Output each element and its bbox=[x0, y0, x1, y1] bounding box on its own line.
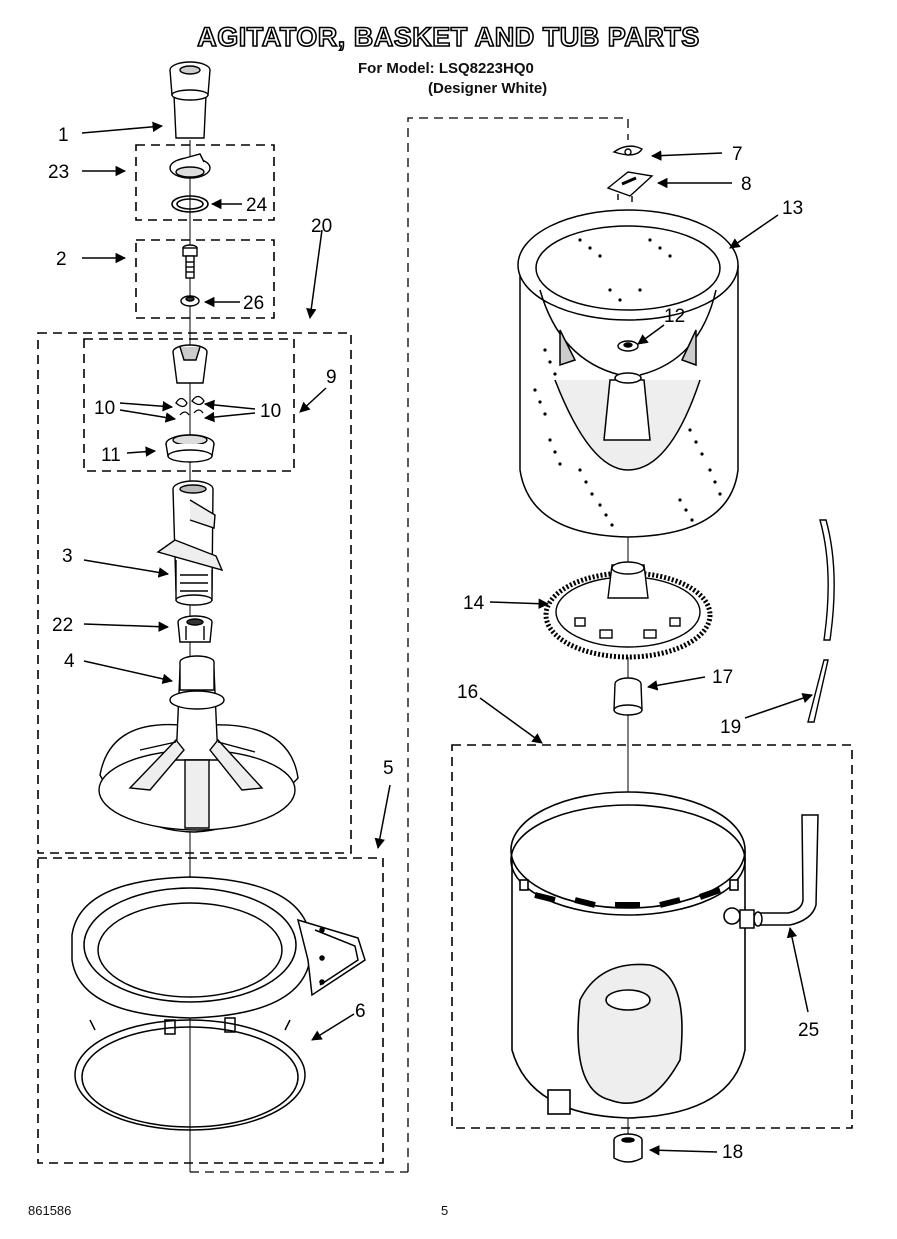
page-title: AGITATOR, BASKET AND TUB PARTS bbox=[196, 21, 700, 53]
group-box-2-26 bbox=[135, 239, 275, 319]
callout-1: 1 bbox=[58, 125, 69, 146]
callout-5: 5 bbox=[383, 758, 394, 779]
variant-line: (Designer White) bbox=[428, 80, 548, 97]
group-box-20 bbox=[37, 332, 352, 854]
part-11-ratchet bbox=[165, 434, 215, 463]
connector-line-top bbox=[407, 117, 629, 1172]
part-24-oring bbox=[171, 195, 209, 213]
page-number: 5 bbox=[441, 1203, 449, 1218]
part-9-cam-assembly bbox=[172, 344, 208, 384]
callout-16: 16 bbox=[457, 682, 478, 703]
part-22-bearing bbox=[177, 615, 213, 643]
callout-19: 19 bbox=[720, 717, 741, 738]
model-line: For Model: LSQ8223HQ0 bbox=[358, 60, 534, 77]
part-3-auger bbox=[156, 480, 224, 606]
callout-10-left: 10 bbox=[94, 398, 115, 419]
callout-11: 11 bbox=[101, 445, 121, 466]
callout-26: 26 bbox=[243, 293, 264, 314]
part-4-agitator-base bbox=[98, 655, 299, 833]
part-2-bolt bbox=[182, 244, 198, 279]
callout-25: 25 bbox=[798, 1020, 819, 1041]
part-19-hose bbox=[807, 519, 835, 723]
group-box-23-24 bbox=[135, 144, 275, 221]
group-box-16 bbox=[451, 744, 853, 1129]
part-13-basket bbox=[517, 209, 739, 538]
callout-9: 9 bbox=[326, 367, 337, 388]
part-10-dogs bbox=[175, 395, 205, 416]
callout-20: 20 bbox=[311, 216, 332, 237]
group-box-9 bbox=[83, 338, 295, 472]
part-1-cap bbox=[169, 61, 211, 139]
callout-arrows bbox=[81, 121, 813, 1156]
part-16-outer-tub bbox=[510, 791, 746, 1119]
callout-23: 23 bbox=[48, 162, 69, 183]
callout-24: 24 bbox=[246, 195, 268, 216]
callout-10-right: 10 bbox=[260, 401, 281, 422]
part-26-washer bbox=[180, 295, 200, 307]
part-7-clip bbox=[612, 145, 643, 156]
doc-number: 861586 bbox=[28, 1203, 72, 1218]
callout-4: 4 bbox=[64, 651, 75, 672]
callout-7: 7 bbox=[732, 144, 743, 165]
part-25-drain-hose bbox=[739, 814, 819, 929]
group-box-5 bbox=[37, 857, 384, 1164]
callout-3: 3 bbox=[62, 546, 73, 567]
callout-12: 12 bbox=[664, 306, 685, 327]
part-14-hub bbox=[543, 561, 713, 660]
part-8-spanner-nut bbox=[606, 171, 654, 202]
callout-17: 17 bbox=[712, 667, 733, 688]
callout-2: 2 bbox=[56, 249, 67, 270]
callout-14: 14 bbox=[463, 593, 485, 614]
callout-13: 13 bbox=[782, 198, 803, 219]
group-boxes bbox=[37, 144, 853, 1164]
part-17-coupling bbox=[613, 677, 643, 716]
callout-8: 8 bbox=[741, 174, 752, 195]
callout-18: 18 bbox=[722, 1142, 743, 1163]
callout-22: 22 bbox=[52, 615, 73, 636]
part-23-cam bbox=[169, 153, 211, 179]
callout-labels: 1 23 24 2 26 20 9 10 10 11 3 22 4 5 6 7 … bbox=[48, 125, 819, 1163]
basket-holes bbox=[533, 238, 722, 527]
part-6-tub-ring bbox=[71, 876, 366, 1131]
part-18-seal bbox=[613, 1133, 643, 1163]
callout-6: 6 bbox=[355, 1001, 366, 1022]
part-12-nut bbox=[617, 340, 639, 352]
